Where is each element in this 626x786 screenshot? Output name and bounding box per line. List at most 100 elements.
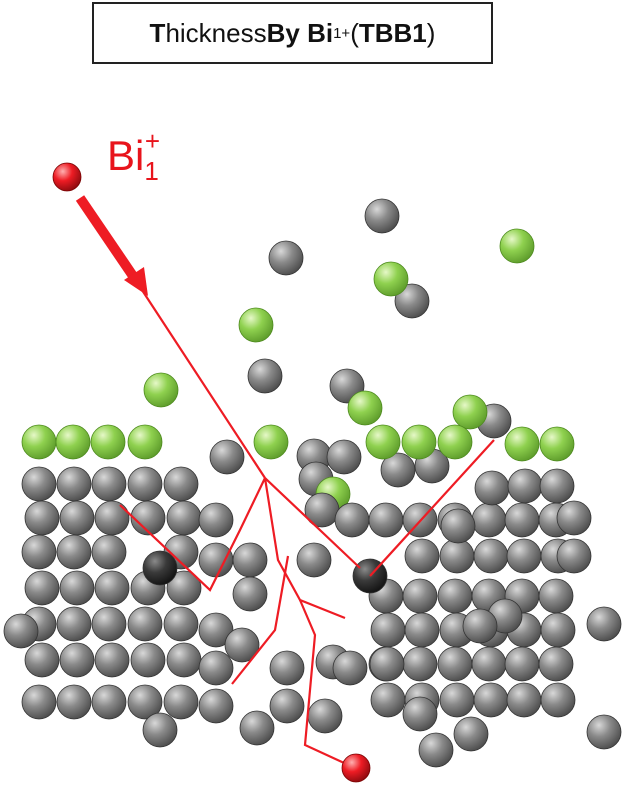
- bulk-gray-atom: [24, 500, 60, 536]
- bulk-gray-atom: [56, 534, 92, 570]
- bulk-gray-atom: [269, 688, 305, 724]
- atom-layer: [3, 198, 622, 768]
- bulk-gray-atom: [539, 468, 575, 504]
- bulk-gray-atom: [59, 642, 95, 678]
- sputtered-green-atom: [238, 307, 274, 343]
- recoil-track-right: [369, 439, 495, 577]
- implanted-ion: [341, 753, 371, 783]
- bulk-gray-atom: [439, 538, 475, 574]
- ion-label-sub: 1: [144, 156, 159, 186]
- bulk-gray-atom: [166, 500, 202, 536]
- bulk-gray-atom: [556, 538, 592, 574]
- sputtered-gray-atom: [380, 452, 416, 488]
- bulk-gray-atom: [404, 538, 440, 574]
- surface-green-atom: [401, 424, 437, 460]
- bulk-gray-atom: [166, 570, 202, 606]
- bulk-gray-atom: [471, 646, 507, 682]
- bulk-gray-atom: [94, 500, 130, 536]
- bulk-gray-atom: [540, 612, 576, 648]
- cascade-track-lower: [231, 555, 290, 685]
- sputtered-green-atom: [373, 261, 409, 297]
- bulk-gray-atom: [471, 502, 507, 538]
- incident-ion: [52, 162, 82, 192]
- bulk-gray-atom: [127, 606, 163, 642]
- bulk-gray-atom: [56, 606, 92, 642]
- bulk-gray-atom: [224, 627, 260, 663]
- title-bi-sup: +: [341, 24, 351, 42]
- surface-green-atom: [21, 424, 57, 460]
- bulk-gray-atom: [163, 466, 199, 502]
- bulk-gray-atom: [239, 710, 275, 746]
- bulk-gray-atom: [198, 502, 234, 538]
- sputtered-green-atom: [347, 390, 383, 426]
- bulk-gray-atom: [404, 612, 440, 648]
- bulk-gray-atom: [473, 538, 509, 574]
- bulk-gray-atom: [21, 534, 57, 570]
- title-bi-sub: 1: [333, 24, 342, 42]
- bulk-gray-atom: [24, 642, 60, 678]
- sputtered-green-atom: [499, 228, 535, 264]
- title-abbr-close: ): [426, 17, 436, 48]
- title-bi: Bi: [307, 17, 334, 48]
- bulk-gray-atom: [334, 502, 370, 538]
- collision-tracks: [75, 195, 495, 769]
- surface-green-atom: [539, 426, 575, 462]
- bulk-gray-atom: [91, 684, 127, 720]
- sputtered-gray-atom: [326, 439, 362, 475]
- bulk-gray-atom: [369, 646, 405, 682]
- bulk-gray-atom: [402, 696, 438, 732]
- bulk-gray-atom: [56, 684, 92, 720]
- surface-green-atom: [55, 424, 91, 460]
- bulk-gray-atom: [402, 646, 438, 682]
- ion-label: Bi1+: [107, 128, 160, 184]
- bulk-gray-atom: [296, 542, 332, 578]
- surface-green-atom: [90, 424, 126, 460]
- bulk-gray-atom: [59, 500, 95, 536]
- bulk-gray-atom: [586, 714, 622, 750]
- bulk-gray-atom: [437, 646, 473, 682]
- bulk-gray-atom: [130, 500, 166, 536]
- title-abbr-open: (: [350, 17, 359, 48]
- sputtered-green-atom: [452, 394, 488, 430]
- bulk-gray-atom: [166, 642, 202, 678]
- bulk-gray-atom: [21, 466, 57, 502]
- sputtered-gray-atom: [394, 283, 430, 319]
- title-by: By: [266, 17, 300, 48]
- bulk-gray-atom: [504, 502, 540, 538]
- bulk-gray-atom: [198, 650, 234, 686]
- bulk-gray-atom: [94, 642, 130, 678]
- surface-green-atom: [504, 426, 540, 462]
- bulk-gray-atom: [504, 646, 540, 682]
- bulk-gray-atom: [198, 542, 234, 578]
- surface-green-atom: [365, 424, 401, 460]
- sputtered-gray-atom: [247, 358, 283, 394]
- title-t-rest: hickness: [165, 17, 267, 48]
- sputtered-gray-atom: [364, 198, 400, 234]
- bulk-gray-atom: [130, 642, 166, 678]
- bulk-gray-atom: [3, 613, 39, 649]
- bulk-gray-atom: [440, 508, 476, 544]
- surface-green-atom: [437, 424, 473, 460]
- bulk-gray-atom: [474, 470, 510, 506]
- bulk-gray-atom: [540, 682, 576, 718]
- bulk-gray-atom: [142, 712, 178, 748]
- bulk-gray-atom: [506, 682, 542, 718]
- ion-label-symbol: Bi: [107, 132, 145, 179]
- bulk-gray-atom: [232, 576, 268, 612]
- cascade-track-center: [263, 477, 346, 620]
- bulk-gray-atom: [94, 570, 130, 606]
- bulk-gray-atom: [232, 542, 268, 578]
- surface-green-atom: [253, 424, 289, 460]
- bulk-gray-atom: [538, 578, 574, 614]
- bulk-gray-atom: [163, 606, 199, 642]
- sputtered-gray-atom: [268, 240, 304, 276]
- bulk-gray-atom: [418, 732, 454, 768]
- ion-label-sup: +: [144, 126, 161, 156]
- incoming-arrow-head: [124, 267, 148, 296]
- bulk-gray-atom: [439, 682, 475, 718]
- bulk-gray-atom: [269, 650, 305, 686]
- bulk-gray-atom: [24, 570, 60, 606]
- title-t-bold: T: [149, 17, 166, 48]
- bulk-gray-atom: [21, 684, 57, 720]
